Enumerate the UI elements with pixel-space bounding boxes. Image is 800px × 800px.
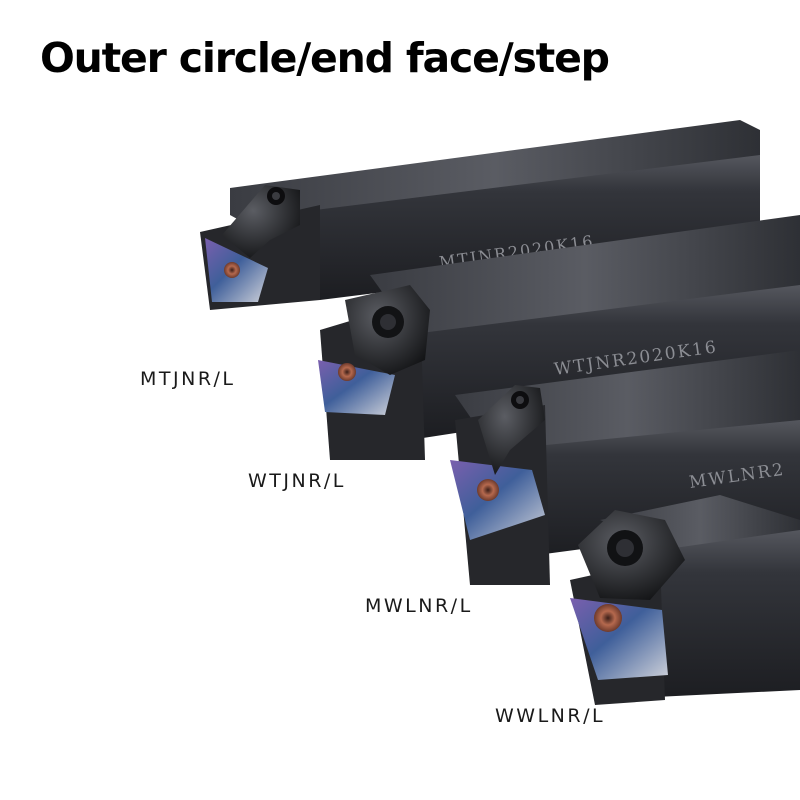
tool-label-wtjnr: WTJNR/L [248,470,346,492]
holder-mwlnr: MWLNR2 [450,350,800,585]
tool-label-mwlnr: MWLNR/L [365,595,473,617]
holder-mtjnr: MTJNR2020K16 [200,120,760,310]
tool-label-mtjnr: MTJNR/L [140,368,236,390]
page-title: Outer circle/end face/step [40,34,610,82]
holder-wwlnr [570,495,800,705]
tool-label-wwlnr: WWLNR/L [495,705,606,727]
